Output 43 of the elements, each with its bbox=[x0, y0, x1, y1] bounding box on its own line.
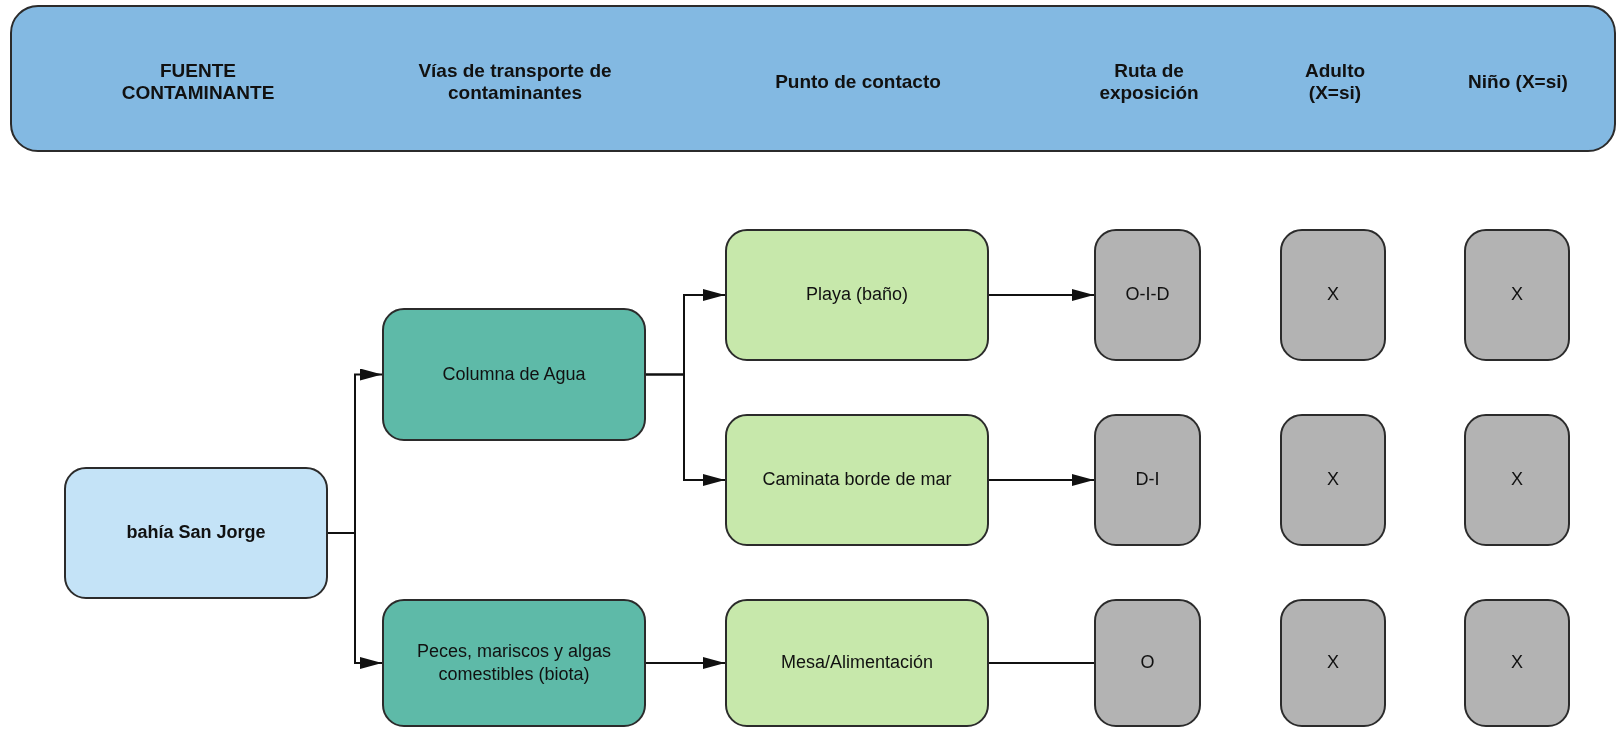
arrow bbox=[988, 474, 1095, 486]
route-box bbox=[1094, 414, 1201, 546]
box-label: D-I bbox=[1134, 468, 1161, 492]
box-label: Peces, mariscos y algas comestibles (biota) bbox=[415, 639, 613, 686]
column-heading: Niño (X=si) bbox=[1467, 71, 1569, 93]
mark-box bbox=[1280, 414, 1386, 546]
contact-box bbox=[725, 229, 989, 361]
box-label: O-I-D bbox=[1124, 283, 1171, 307]
box-label: bahía San Jorge bbox=[125, 521, 267, 545]
column-heading: Vías de transporte de contaminantes bbox=[417, 60, 613, 104]
contact-box bbox=[725, 414, 989, 546]
mark-box bbox=[1280, 599, 1386, 727]
mark-text: X bbox=[1326, 283, 1340, 307]
arrow bbox=[645, 657, 726, 669]
source-box bbox=[64, 467, 328, 599]
connector-line bbox=[988, 662, 1095, 664]
mark-text: X bbox=[1510, 283, 1524, 307]
mark-text: X bbox=[1510, 468, 1524, 492]
arrow bbox=[327, 532, 383, 669]
arrow bbox=[645, 373, 726, 486]
box-label: Caminata borde de mar bbox=[761, 468, 953, 492]
column-heading: Adulto (X=si) bbox=[1303, 60, 1367, 104]
mark-box bbox=[1464, 414, 1570, 546]
transport-box bbox=[382, 599, 646, 727]
mark-text: X bbox=[1326, 651, 1340, 675]
box-label: O bbox=[1139, 651, 1156, 675]
route-box bbox=[1094, 229, 1201, 361]
arrow bbox=[988, 289, 1095, 301]
column-heading: FUENTE CONTAMINANTE bbox=[120, 60, 276, 104]
contact-box bbox=[725, 599, 989, 727]
transport-box bbox=[382, 308, 646, 441]
column-heading: Punto de contacto bbox=[774, 71, 942, 93]
mark-box bbox=[1464, 599, 1570, 727]
box-label: Playa (baño) bbox=[804, 283, 910, 307]
column-heading: Ruta de exposición bbox=[1098, 60, 1200, 104]
mark-box bbox=[1464, 229, 1570, 361]
mark-box bbox=[1280, 229, 1386, 361]
mark-text: X bbox=[1326, 468, 1340, 492]
mark-text: X bbox=[1510, 651, 1524, 675]
box-label: Mesa/Alimentación bbox=[779, 651, 935, 675]
header-band bbox=[10, 5, 1616, 152]
box-label: Columna de Agua bbox=[441, 362, 587, 386]
route-box bbox=[1094, 599, 1201, 727]
